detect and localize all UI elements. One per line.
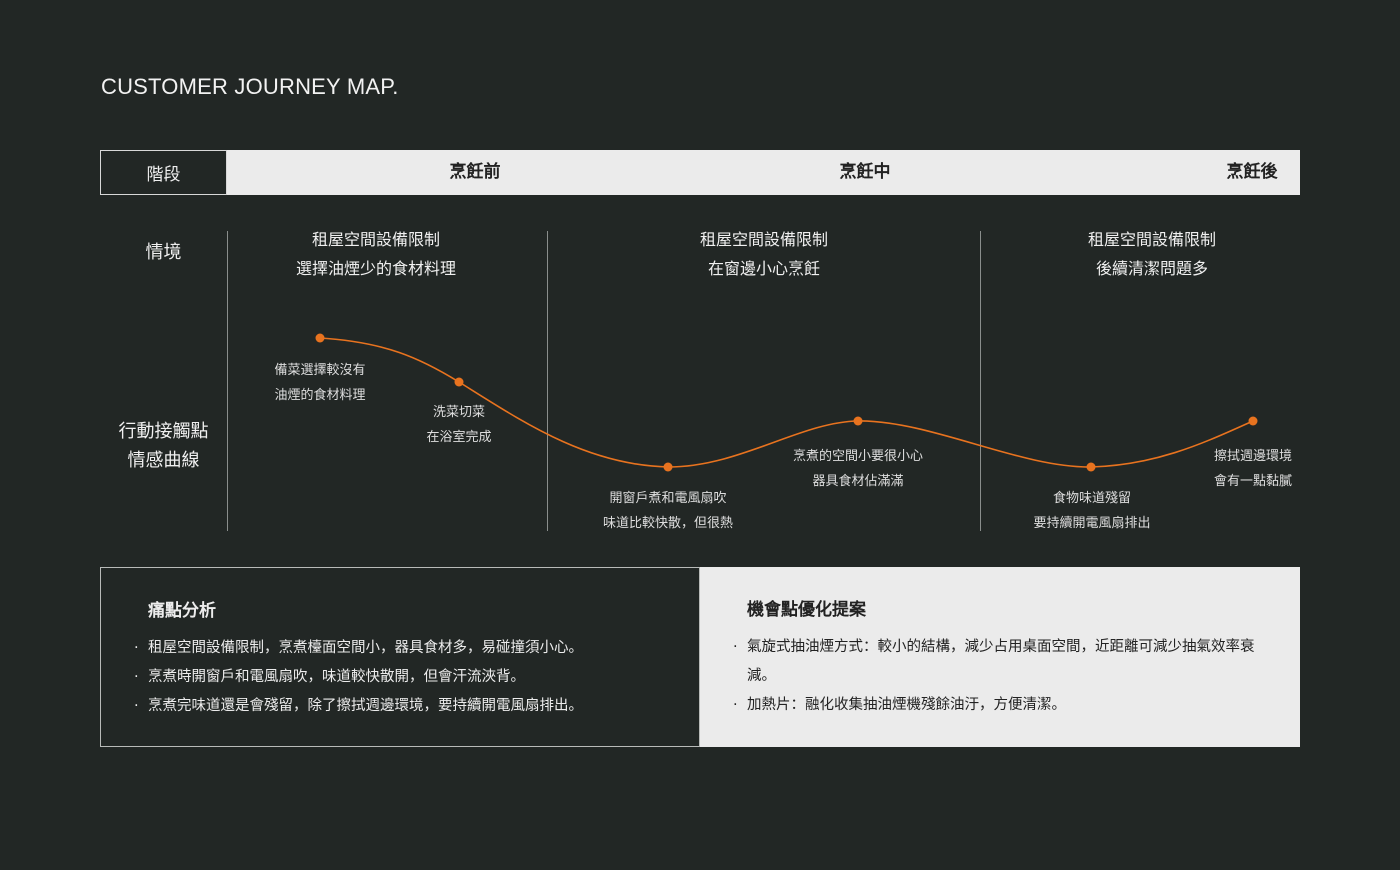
touchpoint-line: 會有一點黏膩 [1213, 474, 1292, 489]
pain-point-item: 烹煮完味道還是會殘留，除了擦拭週邊環境，要持續開電風扇排出。 [134, 692, 679, 721]
touchpoint-label: 備菜選擇較沒有 油煙的食材料理 [200, 358, 440, 408]
touchpoint-line: 油煙的食材料理 [274, 388, 366, 403]
stage-during-cooking: 烹飪中 [839, 162, 891, 182]
touchpoint-label: 洗菜切菜 在浴室完成 [339, 400, 579, 450]
scenario-line: 在窗邊小心烹飪 [707, 259, 820, 278]
pain-points-list: 租屋空間設備限制，烹煮檯面空間小，器具食材多，易碰撞須小心。 烹煮時開窗戶和電風… [134, 634, 679, 721]
pain-points-title: 痛點分析 [148, 601, 216, 621]
curve-point [1248, 416, 1258, 426]
pain-points-panel: 痛點分析 租屋空間設備限制，烹煮檯面空間小，器具食材多，易碰撞須小心。 烹煮時開… [100, 567, 700, 747]
opportunities-panel: 機會點優化提案 氣旋式抽油煙方式：較小的結構，減少占用桌面空間，近距離可減少抽氣… [700, 567, 1300, 747]
scenario-line: 後續清潔問題多 [1095, 259, 1208, 278]
curve-point [663, 462, 673, 472]
scenario-line: 租屋空間設備限制 [311, 230, 440, 249]
scenario-line: 租屋空間設備限制 [1087, 230, 1216, 249]
touchpoint-label: 烹煮的空間小要很小心 器具食材佔滿滿 [738, 444, 978, 494]
pain-point-item: 租屋空間設備限制，烹煮檯面空間小，器具食材多，易碰撞須小心。 [134, 634, 679, 663]
column-divider [227, 231, 228, 531]
opportunity-item: 加熱片：融化收集抽油煙機殘餘油汙，方便清潔。 [733, 691, 1278, 720]
touchpoint-line: 在浴室完成 [426, 430, 492, 445]
page-title: CUSTOMER JOURNEY MAP. [101, 74, 399, 99]
curve-point [315, 333, 325, 343]
touchpoint-label: 食物味道殘留 要持續開電風扇排出 [972, 486, 1212, 536]
column-divider [547, 231, 548, 531]
opportunity-item: 氣旋式抽油煙方式：較小的結構，減少占用桌面空間，近距離可減少抽氣效率衰減。 [733, 633, 1278, 691]
touchpoint-line: 味道比較快散，但很熱 [602, 516, 733, 531]
touchpoint-line: 擦拭週邊環境 [1213, 449, 1292, 464]
touchpoint-line: 烹煮的空間小要很小心 [792, 449, 923, 464]
touchpoint-line: 備菜選擇較沒有 [274, 363, 366, 378]
scenario-line: 租屋空間設備限制 [699, 230, 828, 249]
curve-point [454, 377, 464, 387]
opportunities-title: 機會點優化提案 [747, 600, 866, 620]
touchpoint-line: 食物味道殘留 [1052, 491, 1131, 506]
scenario-line: 選擇油煙少的食材料理 [295, 259, 456, 278]
stage-before-cooking: 烹飪前 [449, 162, 501, 182]
touchpoint-line: 要持續開電風扇排出 [1033, 516, 1151, 531]
touchpoint-row-label: 行動接觸點 情感曲線 [100, 417, 227, 475]
curve-point [1086, 462, 1096, 472]
scenario-row-label: 情境 [145, 242, 182, 263]
curve-point [853, 416, 863, 426]
opportunities-list: 氣旋式抽油煙方式：較小的結構，減少占用桌面空間，近距離可減少抽氣效率衰減。 加熱… [733, 633, 1278, 720]
scenario-during: 租屋空間設備限制 在窗邊小心烹飪 [604, 225, 924, 283]
touchpoint-row-label-line2: 情感曲線 [127, 450, 200, 471]
pain-point-item: 烹煮時開窗戶和電風扇吹，味道較快散開，但會汗流浹背。 [134, 663, 679, 692]
touchpoint-line: 開窗戶煮和電風扇吹 [609, 491, 727, 506]
touchpoint-line: 洗菜切菜 [432, 405, 485, 420]
stage-row: 階段 烹飪前 烹飪中 烹飪後 [100, 150, 1300, 195]
scenario-before: 租屋空間設備限制 選擇油煙少的食材料理 [216, 225, 536, 283]
touchpoint-row-label-line1: 行動接觸點 [118, 421, 209, 442]
stage-after-cooking: 烹飪後 [1226, 162, 1278, 182]
touchpoint-line: 器具食材佔滿滿 [812, 474, 904, 489]
scenario-after: 租屋空間設備限制 後續清潔問題多 [992, 225, 1312, 283]
stage-bar: 烹飪前 烹飪中 烹飪後 [227, 150, 1300, 195]
column-divider [980, 231, 981, 531]
touchpoint-label: 擦拭週邊環境 會有一點黏膩 [1133, 444, 1373, 494]
stage-row-label: 階段 [100, 150, 227, 195]
touchpoint-label: 開窗戶煮和電風扇吹 味道比較快散，但很熱 [548, 486, 788, 536]
